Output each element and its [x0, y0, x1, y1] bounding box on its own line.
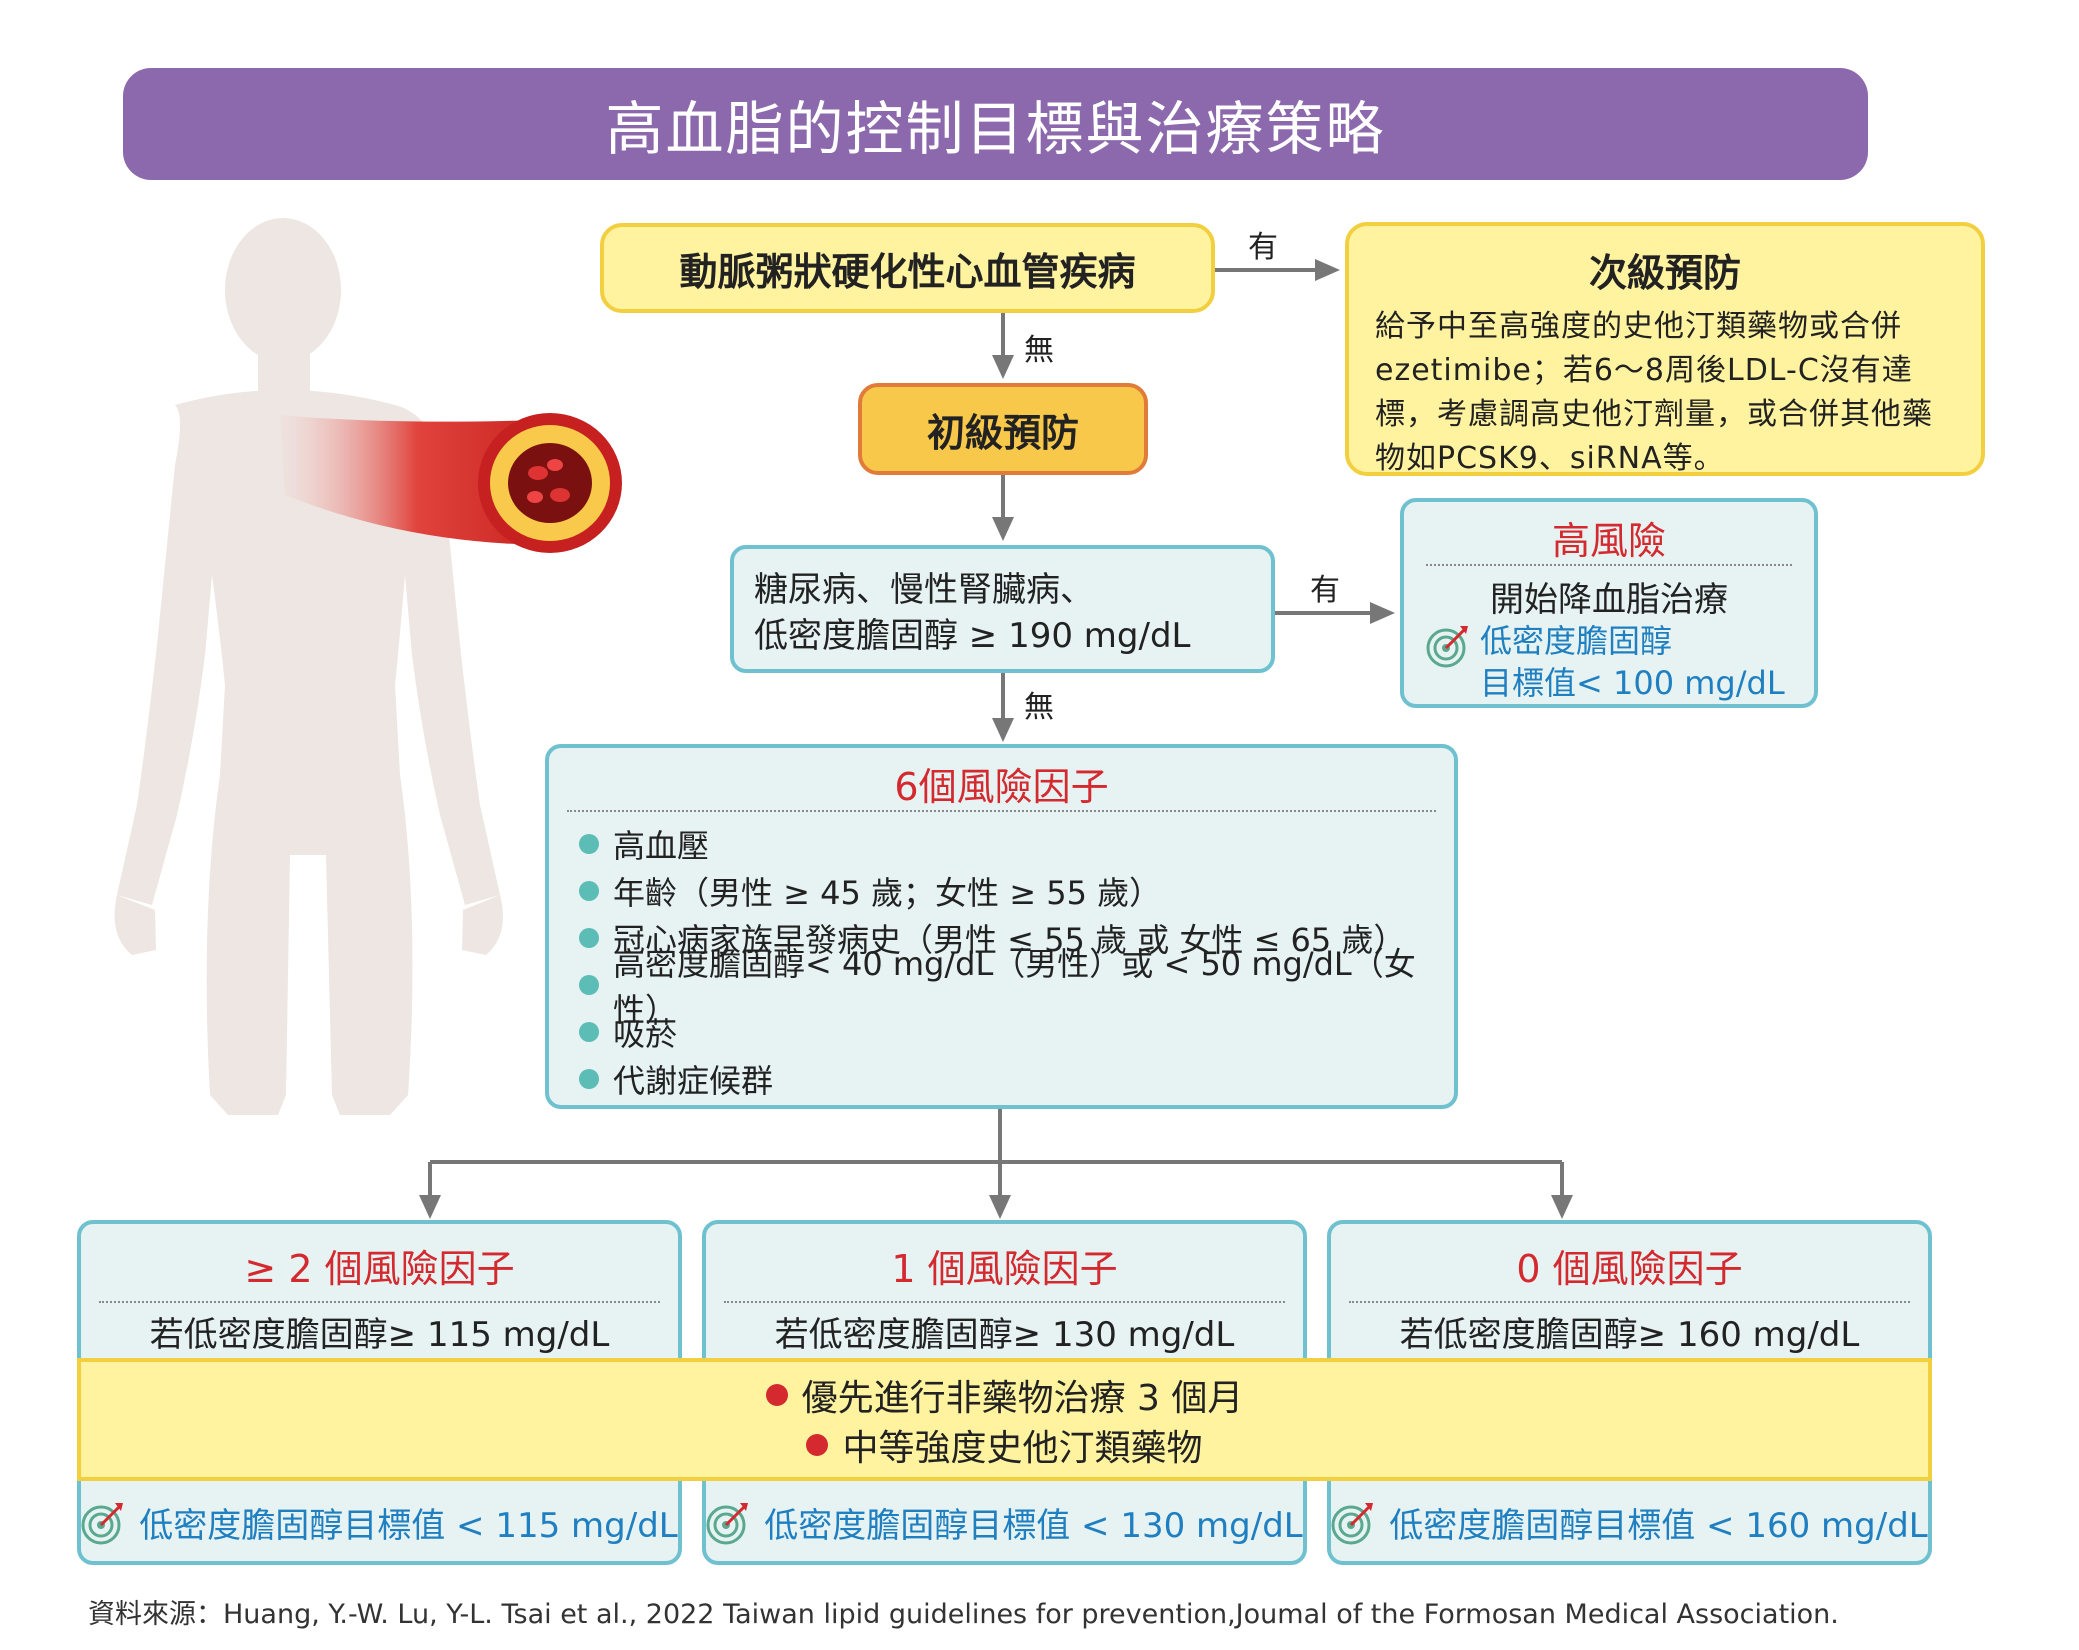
- no-label-2: 無: [1024, 690, 1054, 725]
- risk-item: 高密度膽固醇< 40 mg/dL（男性）或 < 50 mg/dL（女性）: [579, 945, 1436, 1029]
- bullet-icon: [579, 927, 599, 948]
- target-icon: [1426, 626, 1468, 668]
- secondary-title: 次級預防: [1588, 251, 1741, 295]
- yes-label-2: 有: [1310, 573, 1340, 608]
- primary-prevention-box: 初級預防: [858, 383, 1148, 475]
- yes-label-1: 有: [1248, 230, 1278, 265]
- target-icon: [706, 1502, 749, 1544]
- high-risk-action: 開始降血脂治療: [1490, 580, 1728, 620]
- bullet-icon: [806, 1433, 829, 1456]
- risk-item: 代謝症候群: [579, 1055, 1436, 1102]
- arrow-yes-secondary: [1215, 259, 1340, 281]
- risk-item: 吸菸: [579, 1008, 1436, 1055]
- column-goal: 低密度膽固醇目標值 < 130 mg/dL: [706, 1498, 1303, 1547]
- bullet-icon: [579, 974, 599, 995]
- bullet-icon: [579, 1068, 599, 1089]
- branch-connector: [419, 1109, 1573, 1219]
- risk-factors-box: 6個風險因子 高血壓 年齡（男性 ≥ 45 歲；女性 ≥ 55 歲） 冠心病家族…: [545, 744, 1458, 1109]
- condition-box: 糖尿病、慢性腎臟病、 低密度膽固醇 ≥ 190 mg/dL: [730, 545, 1275, 673]
- bullet-icon: [579, 1021, 599, 1042]
- column-title: 1 個風險因子: [891, 1247, 1118, 1291]
- treatment-item-2: 中等強度史他汀類藥物: [806, 1420, 1203, 1470]
- risk-item: 年齡（男性 ≥ 45 歲；女性 ≥ 55 歲）: [579, 867, 1436, 914]
- secondary-text: 給予中至高強度的史他汀類藥物或合併ezetimibe；若6～8周後LDL-C沒有…: [1375, 309, 1933, 476]
- treatment-item-1: 優先進行非藥物治療 3 個月: [765, 1370, 1243, 1420]
- high-risk-goal-line-1: 低密度膽固醇: [1480, 622, 1673, 660]
- no-label-1: 無: [1024, 333, 1054, 368]
- bullet-icon: [579, 880, 599, 901]
- target-icon: [1331, 1502, 1374, 1544]
- target-icon: [81, 1502, 124, 1544]
- column-title: 0 個風險因子: [1516, 1247, 1743, 1291]
- treatment-band: 優先進行非藥物治療 3 個月 中等強度史他汀類藥物: [77, 1358, 1932, 1481]
- secondary-prevention-box: 次級預防 給予中至高強度的史他汀類藥物或合併ezetimibe；若6～8周後LD…: [1345, 222, 1985, 476]
- source-citation: 資料來源：Huang, Y.-W. Lu, Y-L. Tsai et al., …: [88, 1599, 1839, 1630]
- condition-line-1: 糖尿病、慢性腎臟病、: [754, 570, 1094, 610]
- risk-item: 高血壓: [579, 820, 1436, 867]
- column-condition: 若低密度膽固醇≥ 130 mg/dL: [774, 1315, 1235, 1355]
- column-condition: 若低密度膽固醇≥ 115 mg/dL: [149, 1315, 610, 1355]
- column-title: ≥ 2 個風險因子: [244, 1247, 515, 1291]
- high-risk-goal-line-2: 目標值< 100 mg/dL: [1480, 664, 1785, 702]
- column-goal: 低密度膽固醇目標值 < 115 mg/dL: [81, 1498, 678, 1547]
- arrow-yes-high-risk: [1275, 602, 1395, 624]
- arrow-no-primary: [992, 313, 1014, 379]
- risk-item: 冠心病家族早發病史（男性 ≤ 55 歲 或 女性 ≤ 65 歲）: [579, 914, 1436, 961]
- high-risk-box: 高風險 開始降血脂治療 低密度膽固醇 目標值< 100 mg/dL: [1400, 498, 1818, 708]
- ascvd-box: 動脈粥狀硬化性心血管疾病: [600, 223, 1215, 313]
- bullet-icon: [765, 1383, 788, 1406]
- risk-factors-title: 6個風險因子: [894, 765, 1109, 809]
- human-body-illustration: [114, 218, 622, 1115]
- high-risk-title: 高風險: [1551, 519, 1666, 563]
- page-title: 高血脂的控制目標與治療策略: [123, 68, 1868, 180]
- condition-line-2: 低密度膽固醇 ≥ 190 mg/dL: [754, 616, 1191, 656]
- column-condition: 若低密度膽固醇≥ 160 mg/dL: [1399, 1315, 1860, 1355]
- column-goal: 低密度膽固醇目標值 < 160 mg/dL: [1331, 1498, 1928, 1547]
- arrow-no-risk-factors: [992, 673, 1014, 742]
- bullet-icon: [579, 833, 599, 854]
- arrow-primary-condition: [992, 475, 1014, 541]
